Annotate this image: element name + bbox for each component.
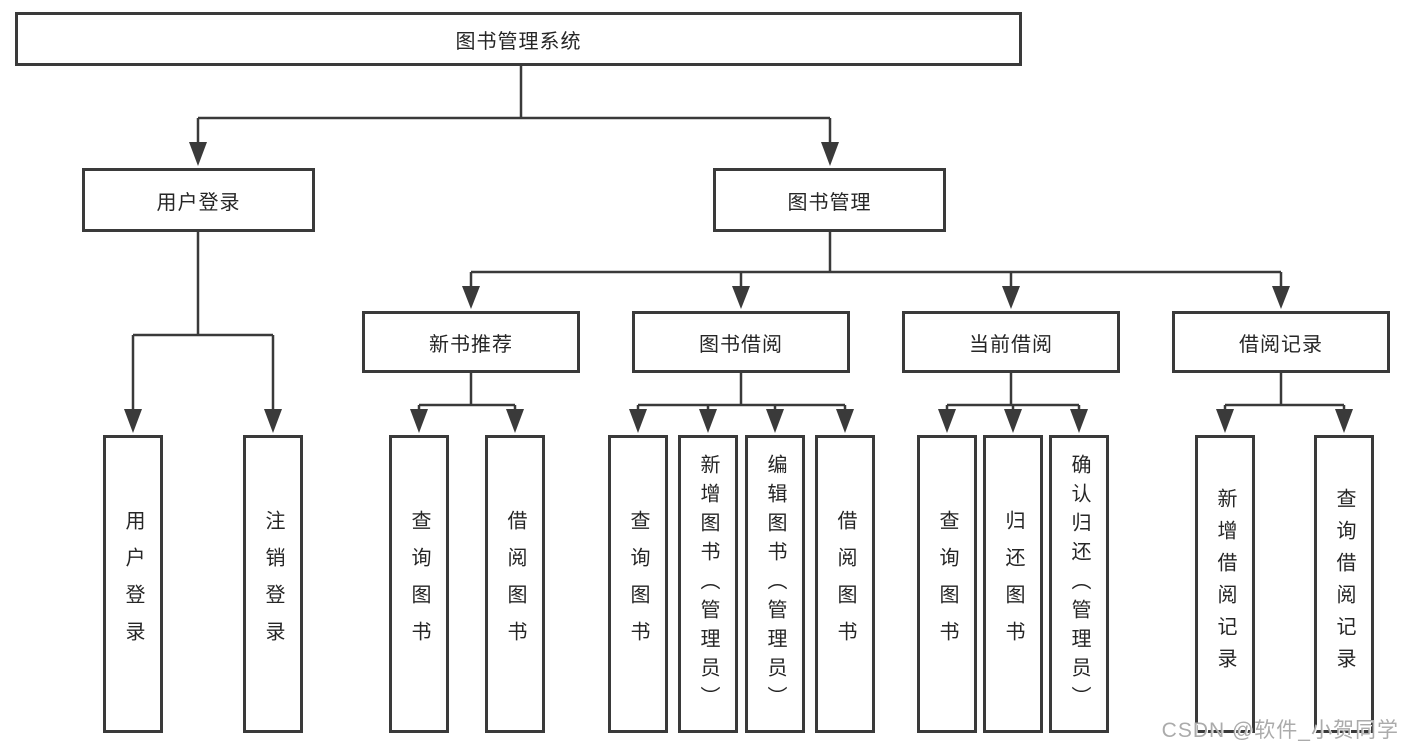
- leaf-borrowing-borrow-books-label: 借阅图书: [834, 510, 856, 658]
- leaf-borrowing-query-books-label: 查询图书: [627, 510, 649, 658]
- leaf-borrowing-add-books-admin-label: 新增图书（管理员）: [697, 453, 719, 715]
- node-borrowing-records-label: 借阅记录: [1239, 333, 1323, 356]
- node-borrowing-records: 借阅记录: [1172, 311, 1390, 373]
- leaf-user-login: 用户登录: [103, 435, 163, 733]
- leaf-user-login-label: 用户登录: [122, 510, 144, 658]
- node-user-login: 用户登录: [82, 168, 315, 232]
- node-user-login-label: 用户登录: [156, 191, 241, 214]
- leaf-current-query-books-label: 查询图书: [936, 510, 958, 658]
- leaf-borrowing-edit-books-admin: 编辑图书（管理员）: [745, 435, 805, 733]
- leaf-records-query-record-label: 查询借阅记录: [1333, 488, 1355, 680]
- leaf-logout-label: 注销登录: [262, 510, 284, 658]
- arrowhead-icons: [124, 142, 1353, 433]
- leaf-borrowing-query-books: 查询图书: [608, 435, 668, 733]
- csdn-watermark: CSDN @软件_小贺同学: [1161, 719, 1399, 742]
- leaf-logout: 注销登录: [243, 435, 303, 733]
- leaf-records-add-record-label: 新增借阅记录: [1214, 488, 1236, 680]
- node-root: 图书管理系统: [15, 12, 1022, 66]
- node-book-borrowing-label: 图书借阅: [699, 333, 783, 356]
- leaf-borrowing-edit-books-admin-label: 编辑图书（管理员）: [764, 453, 786, 715]
- leaf-current-return-books-label: 归还图书: [1002, 510, 1024, 658]
- leaf-borrowing-borrow-books: 借阅图书: [815, 435, 875, 733]
- leaf-records-query-record: 查询借阅记录: [1314, 435, 1374, 733]
- leaf-current-return-books: 归还图书: [983, 435, 1043, 733]
- leaf-recommend-query-books: 查询图书: [389, 435, 449, 733]
- leaf-recommend-query-books-label: 查询图书: [408, 510, 430, 658]
- leaf-current-confirm-return-admin-label: 确认归还（管理员）: [1068, 453, 1090, 715]
- node-current-borrowing: 当前借阅: [902, 311, 1120, 373]
- node-new-book-recommendation-label: 新书推荐: [429, 333, 513, 356]
- node-new-book-recommendation: 新书推荐: [362, 311, 580, 373]
- node-book-borrowing: 图书借阅: [632, 311, 850, 373]
- node-book-management-label: 图书管理: [787, 191, 872, 214]
- leaf-borrowing-add-books-admin: 新增图书（管理员）: [678, 435, 738, 733]
- leaf-recommend-borrow-books-label: 借阅图书: [504, 510, 526, 658]
- node-current-borrowing-label: 当前借阅: [969, 333, 1053, 356]
- leaf-records-add-record: 新增借阅记录: [1195, 435, 1255, 733]
- leaf-current-confirm-return-admin: 确认归还（管理员）: [1049, 435, 1109, 733]
- node-book-management: 图书管理: [713, 168, 946, 232]
- node-root-label: 图书管理系统: [455, 30, 582, 53]
- leaf-recommend-borrow-books: 借阅图书: [485, 435, 545, 733]
- tree-edges: [131, 66, 1346, 411]
- leaf-current-query-books: 查询图书: [917, 435, 977, 733]
